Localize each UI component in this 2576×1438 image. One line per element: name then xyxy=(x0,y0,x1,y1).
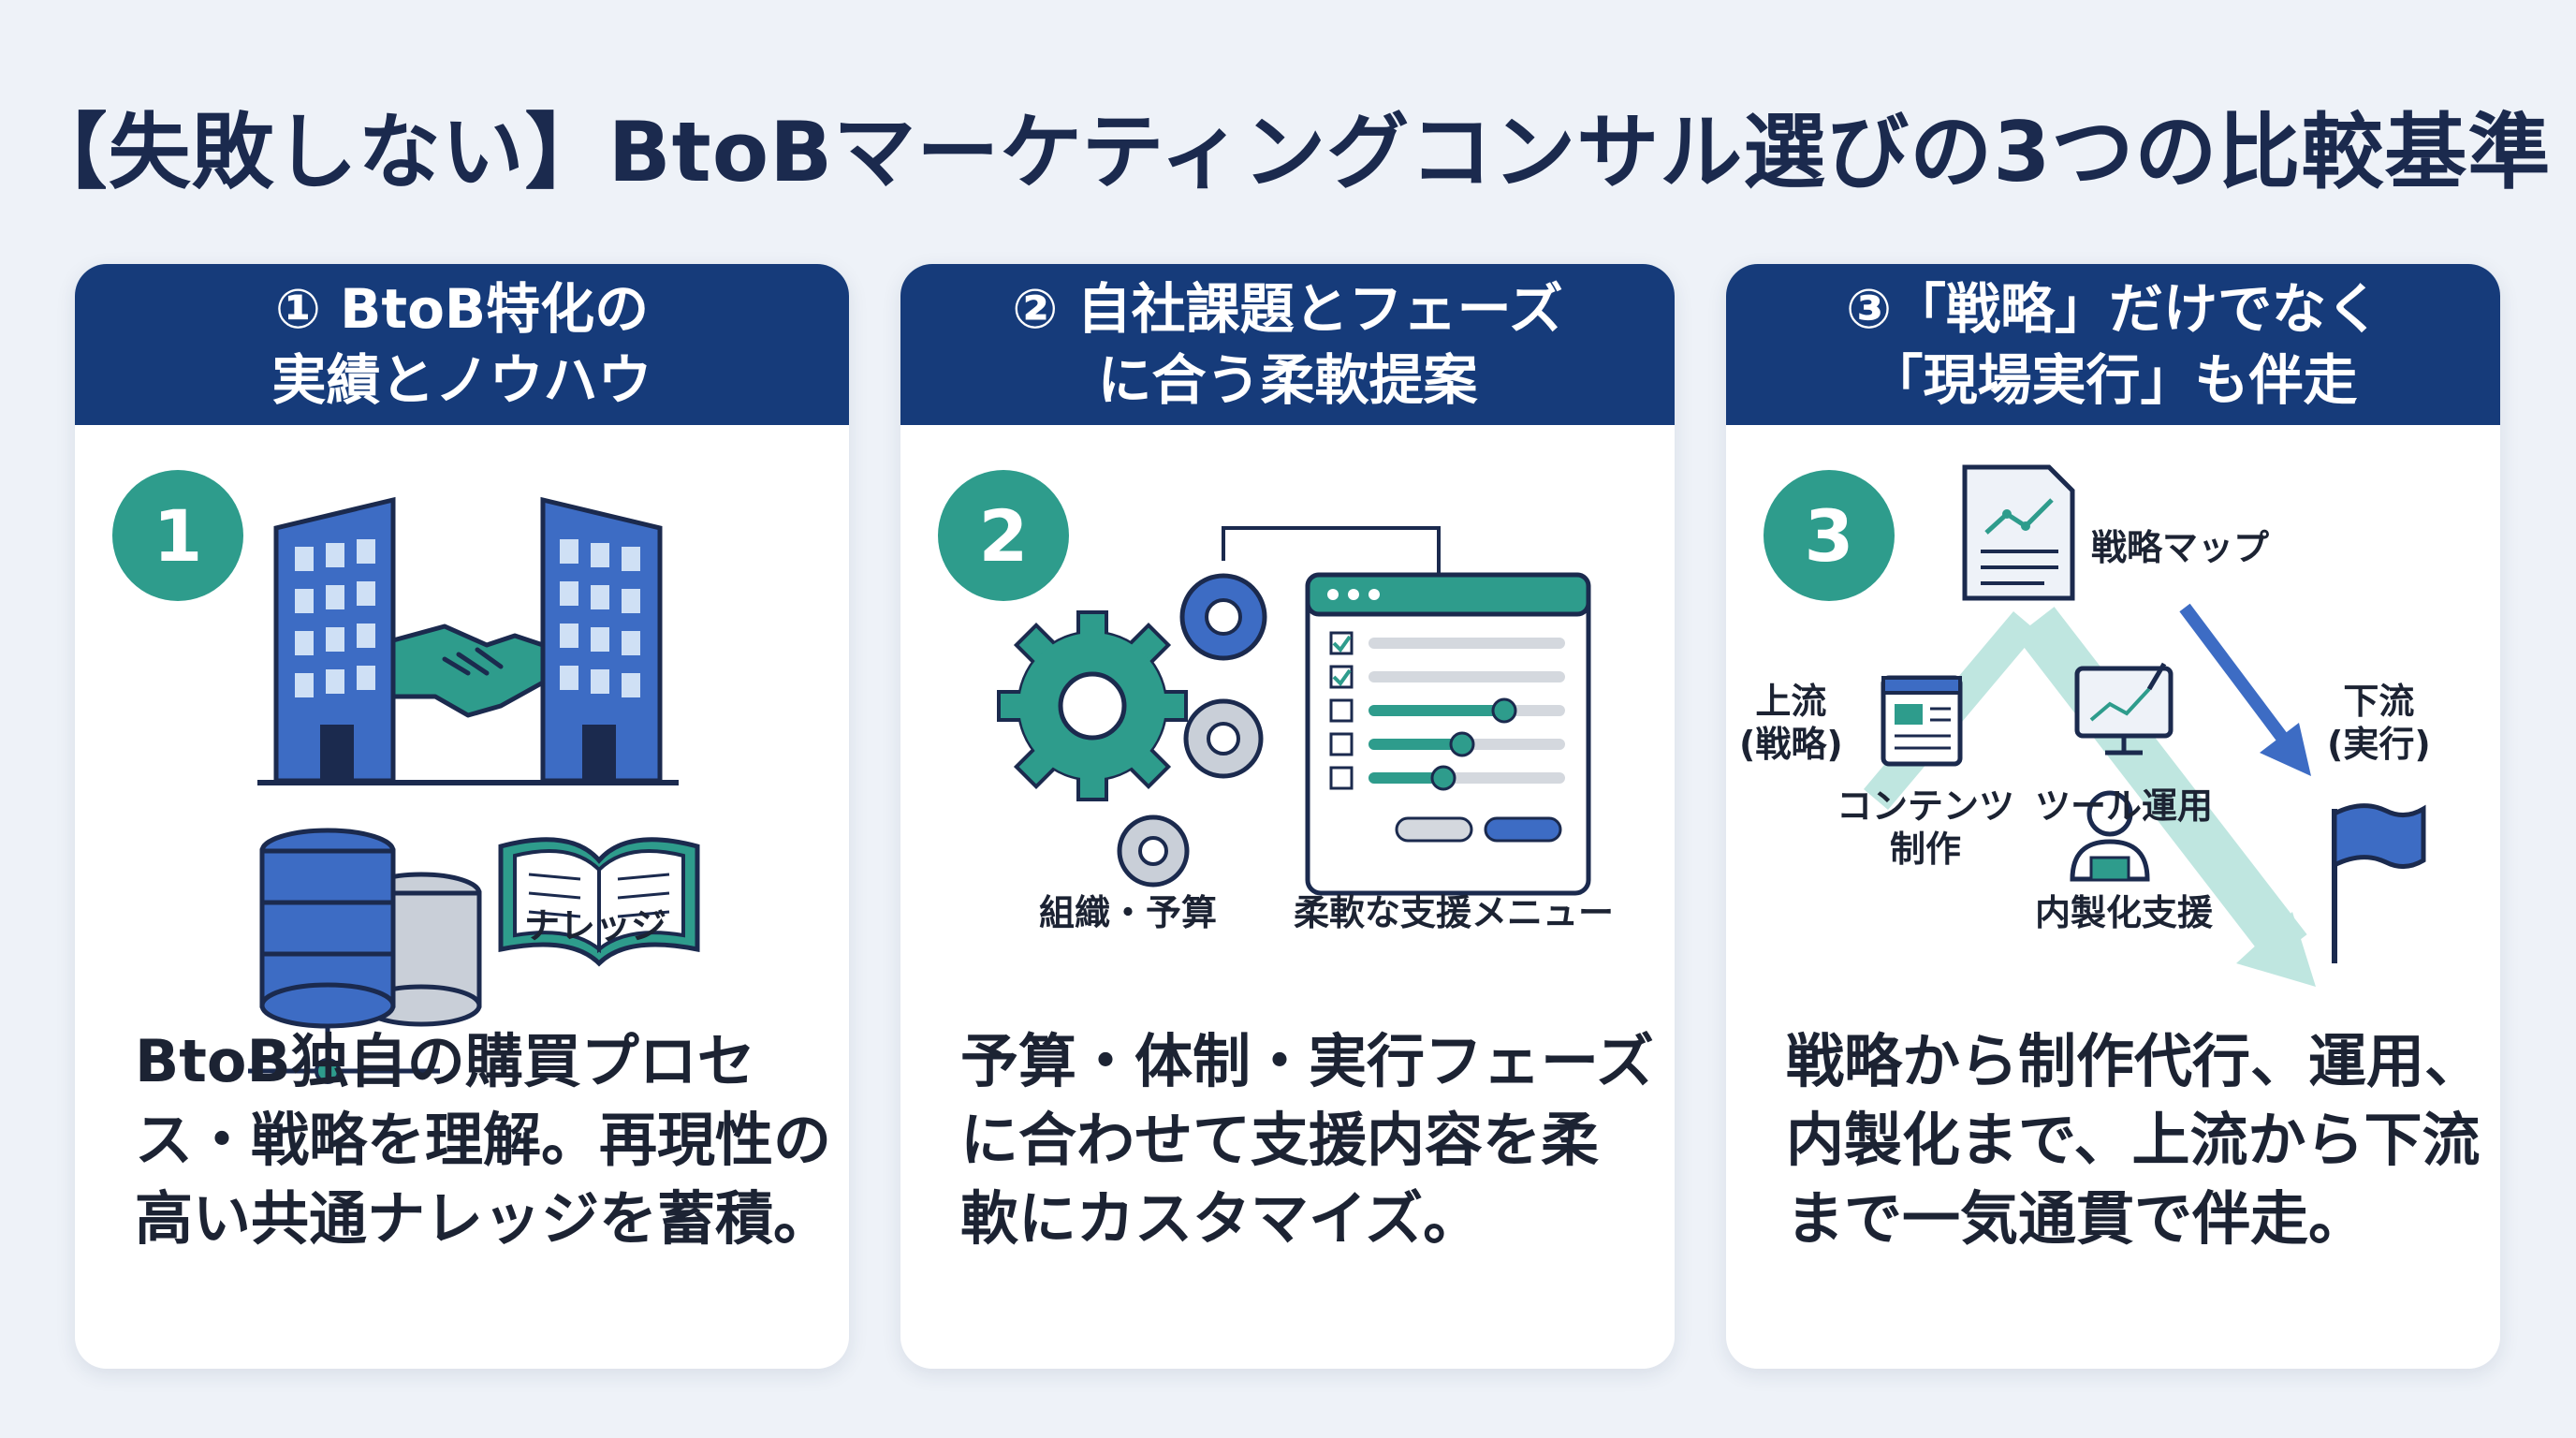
handshake-icon xyxy=(390,624,546,718)
card-header-line2: 実績とノウハウ xyxy=(271,348,652,412)
end-to-end-illustration xyxy=(1863,464,2426,987)
person-laptop-icon xyxy=(2070,790,2150,882)
building-icon-left xyxy=(273,496,396,784)
number-badge: 3 xyxy=(1764,470,1895,601)
btob-illustration xyxy=(248,496,700,1084)
card-description: 予算・体制・実行フェーズ に合わせて支援内容を柔 軟にカスタマイズ。 xyxy=(960,1022,1654,1258)
desc-line: ス・戦略を理解。再現性の xyxy=(135,1106,832,1174)
label-downstream: 下流 (実行) xyxy=(2327,681,2431,765)
number-badge: 1 xyxy=(112,470,243,601)
book-icon xyxy=(498,837,700,967)
card-header: ② 自社課題とフェーズ に合う柔軟提案 xyxy=(900,264,1675,425)
strategy-map-icon xyxy=(1962,464,2075,601)
desc-line: に合わせて支援内容を柔 xyxy=(960,1106,1600,1174)
card-header: ① BtoB特化の 実績とノウハウ xyxy=(75,264,849,425)
card-header-line1: ③「戦略」だけでなく xyxy=(1845,277,2381,341)
label-tool-operation: ツール運用 xyxy=(2035,785,2214,827)
label-knowledge: ナレッジ xyxy=(524,905,667,946)
flag-icon xyxy=(2332,803,2426,963)
building-icon-right xyxy=(540,496,663,784)
database-icon xyxy=(248,828,482,1084)
number-badge: 2 xyxy=(938,470,1069,601)
label-upstream: 上流 (戦略) xyxy=(1739,681,1843,765)
card-header-line2: 「現場実行」も伴走 xyxy=(1868,348,2358,412)
card-header-line2: に合う柔軟提案 xyxy=(1097,348,1478,412)
desc-line: 軟にカスタマイズ。 xyxy=(960,1184,1482,1253)
tool-operation-icon xyxy=(2074,662,2174,756)
desc-line: 戦略から制作代行、運用、 xyxy=(1786,1027,2483,1095)
desc-line: 予算・体制・実行フェーズ xyxy=(960,1027,1654,1095)
label-content-creation: コンテンツ 制作 xyxy=(1837,785,2015,870)
desc-line: 高い共通ナレッジを蓄積。 xyxy=(135,1184,832,1253)
criterion-card-2: ② 自社課題とフェーズ に合う柔軟提案 2 xyxy=(900,264,1675,1369)
gear-icon-small-blue xyxy=(1179,573,1267,661)
card-description: 戦略から制作代行、運用、 内製化まで、上流から下流 まで一気通貫で伴走。 xyxy=(1786,1022,2483,1258)
label-flex-menu: 柔軟な支援メニュー xyxy=(1294,892,1615,933)
desc-line: BtoB独自の購買プロセ xyxy=(135,1027,755,1095)
label-org-budget: 組織・予算 xyxy=(1039,892,1218,933)
card-header-line1: ② 自社課題とフェーズ xyxy=(1012,277,1563,341)
card-description: BtoB独自の購買プロセ ス・戦略を理解。再現性の 高い共通ナレッジを蓄積。 xyxy=(135,1022,832,1258)
flexible-proposal-illustration xyxy=(997,526,1591,896)
card-header: ③「戦略」だけでなく 「現場実行」も伴走 xyxy=(1726,264,2500,425)
page-title: 【失敗しない】BtoBマーケティングコンサル選びの3つの比較基準 xyxy=(24,104,2552,200)
label-inhouse-support: 内製化支援 xyxy=(2035,892,2214,933)
settings-panel-icon xyxy=(1305,572,1591,896)
criterion-card-3: ③「戦略」だけでなく 「現場実行」も伴走 3 xyxy=(1726,264,2500,1369)
gear-icon-gray xyxy=(1117,698,1264,888)
gear-icon-large xyxy=(997,610,1188,801)
label-strategy-map: 戦略マップ xyxy=(2091,527,2270,568)
desc-line: 内製化まで、上流から下流 xyxy=(1786,1106,2481,1174)
desc-line: まで一気通貫で伴走。 xyxy=(1786,1184,2367,1253)
content-creation-icon xyxy=(1881,675,1963,767)
criterion-card-1: ① BtoB特化の 実績とノウハウ 1 xyxy=(75,264,849,1369)
card-header-line1: ① BtoB特化の xyxy=(274,277,650,341)
